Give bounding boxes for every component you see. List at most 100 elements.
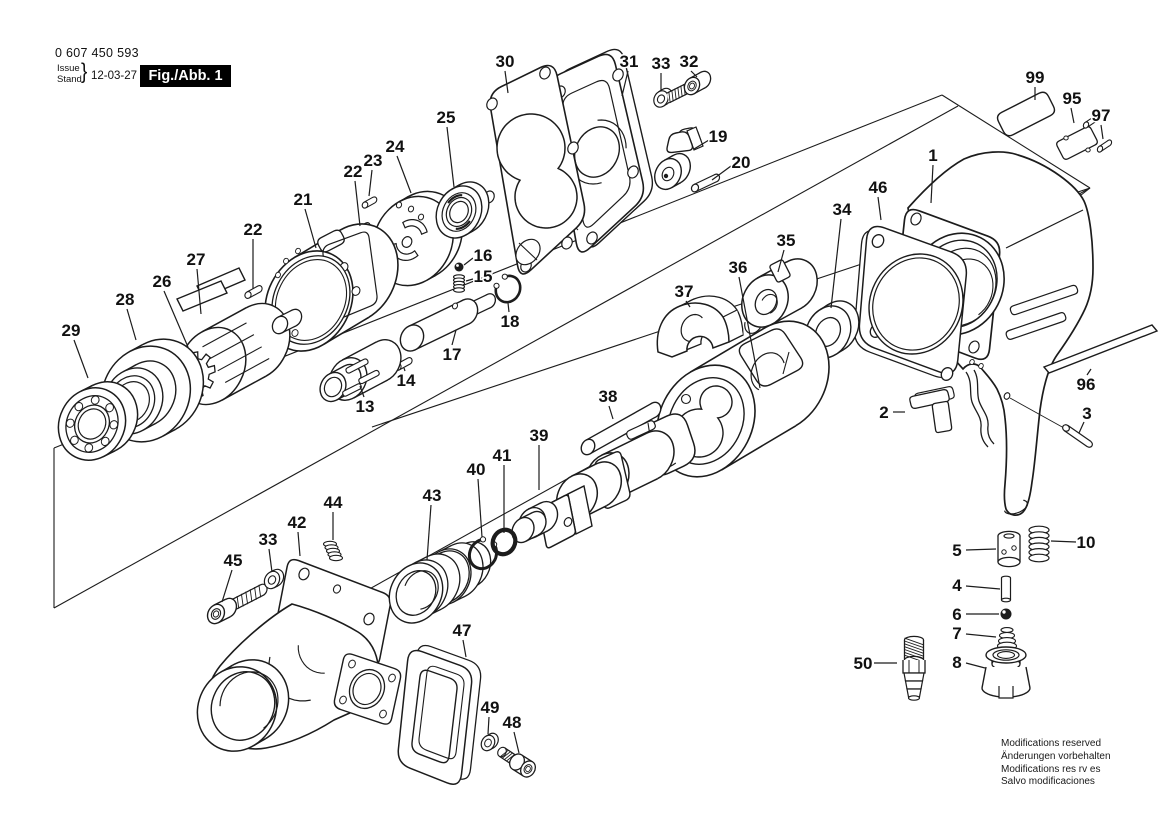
part-label-4: 4 <box>952 576 962 595</box>
part-47-frame <box>397 644 482 785</box>
leader-line-31 <box>621 70 629 97</box>
part-37-dog <box>656 295 744 358</box>
part-label-41: 41 <box>493 446 512 465</box>
leader-line-33 <box>268 548 273 573</box>
part-label-26: 26 <box>153 272 172 291</box>
part-41-oring <box>490 527 518 557</box>
leader-line-46 <box>877 196 882 221</box>
part-29-bearing <box>57 381 139 461</box>
leader-line-42 <box>297 531 301 557</box>
leader-line-25 <box>446 126 455 188</box>
part-label-35: 35 <box>777 231 796 250</box>
part-label-20: 20 <box>732 153 751 172</box>
leader-line-23 <box>368 169 373 197</box>
leader-line-30 <box>504 70 509 94</box>
part-label-48: 48 <box>503 713 522 732</box>
part-label-96: 96 <box>1077 375 1096 394</box>
part-label-47: 47 <box>453 621 472 640</box>
part-22b-pin <box>244 285 263 299</box>
part-label-30: 30 <box>496 52 515 71</box>
issue-date: 12-03-27 <box>91 70 138 82</box>
part-label-6: 6 <box>952 605 961 624</box>
leader-line-13 <box>359 385 365 398</box>
leader-line-45 <box>221 569 233 603</box>
part-label-15: 15 <box>474 267 493 286</box>
part-46-gasket <box>853 225 968 381</box>
part-44-spring <box>322 540 344 562</box>
part-label-42: 42 <box>288 513 307 532</box>
part-5-sleeve <box>997 530 1021 568</box>
leader-line-7 <box>965 633 997 638</box>
part-35-cam <box>741 258 818 334</box>
part-43-bushing <box>388 541 492 624</box>
leader-line-26 <box>163 290 189 348</box>
part-label-17: 17 <box>443 345 462 364</box>
leader-line-15 <box>465 278 474 282</box>
leader-line-8 <box>965 662 986 669</box>
part-32-screw <box>666 70 712 104</box>
part-20-pin <box>690 173 721 193</box>
part-label-5: 5 <box>952 541 961 560</box>
leader-line-37 <box>685 300 691 308</box>
leader-line-35 <box>777 249 785 273</box>
part-49-washer <box>480 732 499 752</box>
part-label-37: 37 <box>675 282 694 301</box>
figure-label-box: Fig./Abb. 1 <box>140 65 231 87</box>
leader-line-24 <box>396 155 412 194</box>
part-10-spring <box>1028 525 1050 563</box>
leader-line-19 <box>693 139 710 150</box>
part-label-44: 44 <box>324 493 343 512</box>
part-39-anvil <box>511 413 696 549</box>
footer-line-2: Änderungen vorbehalten <box>1001 750 1111 762</box>
part-label-18: 18 <box>501 312 520 331</box>
issue-label: Issue Stand <box>57 63 117 85</box>
part-34-ring <box>804 300 860 359</box>
part-30-gasket <box>483 64 586 275</box>
part-13-sleeve <box>319 339 402 403</box>
part-label-33: 33 <box>652 54 671 73</box>
part-label-39: 39 <box>530 426 549 445</box>
part-8-bush <box>981 646 1031 699</box>
part-33b-washer <box>263 568 285 590</box>
leader-line-27 <box>196 268 202 315</box>
leader-line-48 <box>513 731 520 754</box>
leader-line-40 <box>477 478 483 538</box>
part-95-plate <box>1056 126 1098 160</box>
part-15-spring <box>452 274 466 293</box>
part-38-pin <box>580 401 662 456</box>
part-3-pin <box>1062 424 1093 448</box>
part-label-99: 99 <box>1026 68 1045 87</box>
part-label-29: 29 <box>62 321 81 340</box>
part-16-ball <box>454 262 464 272</box>
part-label-14: 14 <box>397 371 416 390</box>
leader-line-43 <box>426 504 432 561</box>
leader-line-97 <box>1100 124 1104 140</box>
leader-line-20 <box>711 165 732 181</box>
leader-line-5 <box>965 548 997 551</box>
leader-line-4 <box>965 585 1001 590</box>
leader-line-34 <box>830 218 842 309</box>
part-label-8: 8 <box>952 653 961 672</box>
leader-line-10 <box>1050 540 1077 543</box>
part-label-46: 46 <box>869 178 888 197</box>
part-27-vanes <box>176 267 246 312</box>
part-19-lever <box>654 126 704 191</box>
leader-line-16 <box>463 257 474 266</box>
part-label-23: 23 <box>364 151 383 170</box>
leader-line-49 <box>487 716 490 735</box>
footer-line-1: Modifications reserved <box>1001 738 1102 749</box>
part-label-40: 40 <box>467 460 486 479</box>
footer-line-3: Modifications res rv es <box>1001 763 1101 775</box>
footer-line-4: Salvo modificaciones <box>1001 776 1095 788</box>
part-label-19: 19 <box>709 127 728 146</box>
part-label-32: 32 <box>680 52 699 71</box>
part-48-screw <box>497 746 536 778</box>
part-2-lever <box>909 386 955 434</box>
part-label-43: 43 <box>423 486 442 505</box>
part-label-38: 38 <box>599 387 618 406</box>
part-label-10: 10 <box>1077 533 1096 552</box>
leader-line-38 <box>608 405 614 420</box>
